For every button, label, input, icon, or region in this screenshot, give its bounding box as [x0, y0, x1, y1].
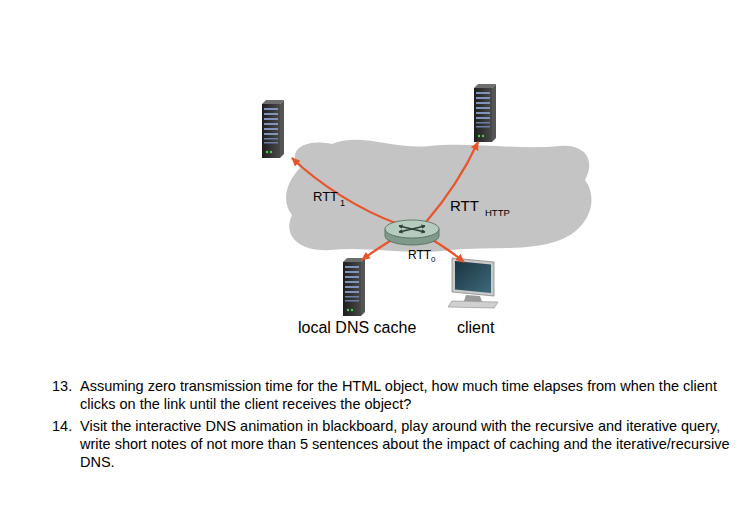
router-icon — [385, 220, 439, 245]
rtt-arrows — [292, 142, 478, 262]
rtt-subscript: HTTP — [485, 208, 510, 218]
question-number: 13. — [52, 377, 80, 395]
server-icon — [474, 84, 496, 142]
client-computer — [448, 258, 498, 308]
question-text: Visit the interactive DNS animation in b… — [80, 417, 740, 471]
question-number: 14. — [52, 417, 80, 435]
device-label: client — [457, 320, 494, 336]
rtt-label: RTT — [313, 190, 338, 203]
rtt-label: RTT — [408, 249, 431, 261]
question-text: Assuming zero transmission time for the … — [80, 377, 740, 413]
network-cloud — [286, 140, 591, 252]
rtt-subscript: 1 — [340, 199, 345, 208]
rtt-label: RTT — [450, 198, 479, 213]
device-label: local DNS cache — [298, 320, 416, 336]
rtt-subscript: 0 — [431, 256, 435, 264]
server-icon — [262, 100, 284, 158]
server-icon — [343, 258, 365, 316]
